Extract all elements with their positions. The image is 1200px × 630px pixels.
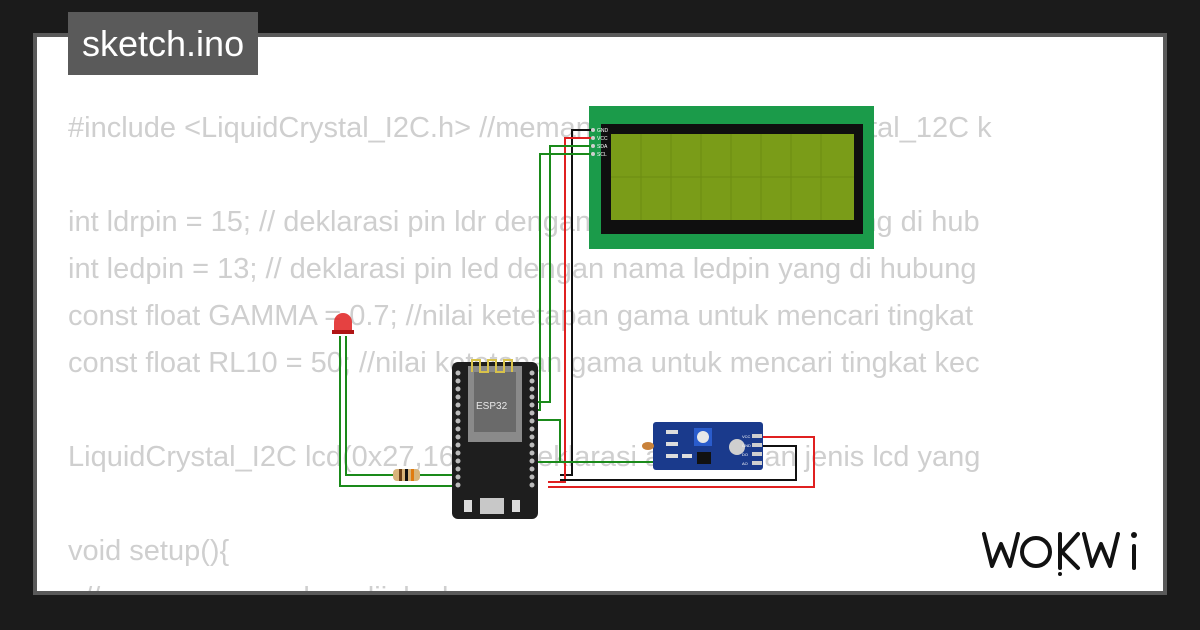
resistor[interactable]: [393, 469, 420, 481]
sensor-pin-gnd: GND: [742, 443, 751, 448]
red-led[interactable]: [332, 313, 354, 334]
file-name-tab[interactable]: sketch.ino: [68, 12, 259, 75]
esp32-board[interactable]: ESP32: [452, 359, 538, 519]
code-line: //program yang akan dijalankan: [68, 575, 1132, 591]
ldr-sensor-module[interactable]: VCC GND DO AO: [642, 422, 763, 470]
lcd-pin-scl: SCL: [597, 152, 607, 158]
esp32-label: ESP32: [476, 401, 508, 412]
sensor-pin-vcc: VCC: [742, 434, 751, 439]
lcd-display[interactable]: GND VCC SDA SCL: [589, 106, 874, 249]
code-line: void setup(){: [68, 535, 230, 567]
code-line: int ledpin = 13; // deklarasi pin led de…: [68, 253, 977, 285]
lcd-pin-gnd: GND: [597, 128, 609, 134]
lcd-pin-vcc: VCC: [597, 136, 608, 142]
code-line: const float RL10 = 50; //nilai ketetapan…: [68, 347, 980, 379]
sensor-pin-ao: AO: [742, 461, 748, 466]
code-line: const float GAMMA = 0.7; //nilai ketetap…: [68, 300, 974, 332]
lcd-pin-sda: SDA: [597, 144, 608, 150]
wokwi-logo-icon: [982, 532, 1137, 576]
sensor-pin-do: DO: [742, 452, 748, 457]
